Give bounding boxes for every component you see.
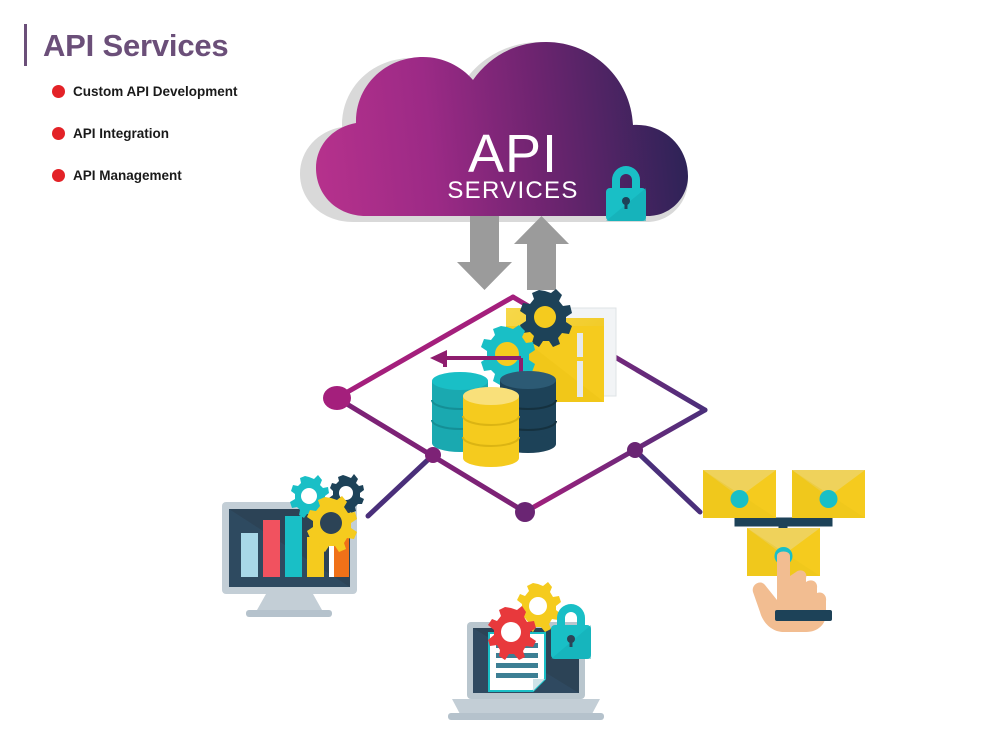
cloud-label-services: SERVICES [447, 177, 578, 204]
chart-bar [285, 516, 302, 577]
bullet-dot-icon [52, 85, 65, 98]
title-block: API Services Custom API Development API … [24, 24, 354, 210]
node-bottom [515, 502, 535, 522]
hand-pointer-icon [752, 551, 832, 632]
gear-icon-red [488, 606, 536, 660]
center-cluster [430, 289, 617, 467]
monitor-chart-icon [222, 474, 364, 617]
lock-icon [606, 166, 646, 221]
arrow-up-icon [514, 216, 569, 290]
cloud-label-api: API [468, 124, 558, 184]
chart-bar [263, 520, 280, 577]
bullet-dot-icon [52, 127, 65, 140]
title-row: API Services [24, 24, 354, 66]
list-item: API Management [52, 168, 354, 183]
list-item: API Integration [52, 126, 354, 141]
node-icon [730, 490, 749, 508]
bullet-label: API Integration [73, 126, 170, 141]
page-title: API Services [43, 27, 229, 63]
database-yellow [462, 387, 520, 467]
envelopes-hand-icon [703, 470, 865, 632]
node-icon [819, 490, 838, 508]
title-accent-bar [24, 24, 27, 66]
lock-icon [551, 604, 591, 659]
bullet-label: API Management [73, 168, 182, 183]
cloud-shape [316, 42, 688, 216]
node-left [323, 386, 351, 410]
gear-icon-navy [520, 289, 572, 347]
arrow-down-icon [457, 216, 512, 290]
bullet-label: Custom API Development [73, 84, 238, 99]
chart-bar [241, 533, 258, 577]
node-lower-right [627, 442, 643, 458]
bullet-list: Custom API Development API Integration A… [52, 84, 354, 183]
list-item: Custom API Development [52, 84, 354, 99]
sync-arrow-head-left [430, 350, 447, 366]
laptop-document-lock-icon [448, 582, 604, 720]
gear-icon-yellow [517, 582, 561, 632]
bullet-dot-icon [52, 169, 65, 182]
node-lower-left [425, 447, 441, 463]
gear-icon-yellow [307, 496, 357, 552]
